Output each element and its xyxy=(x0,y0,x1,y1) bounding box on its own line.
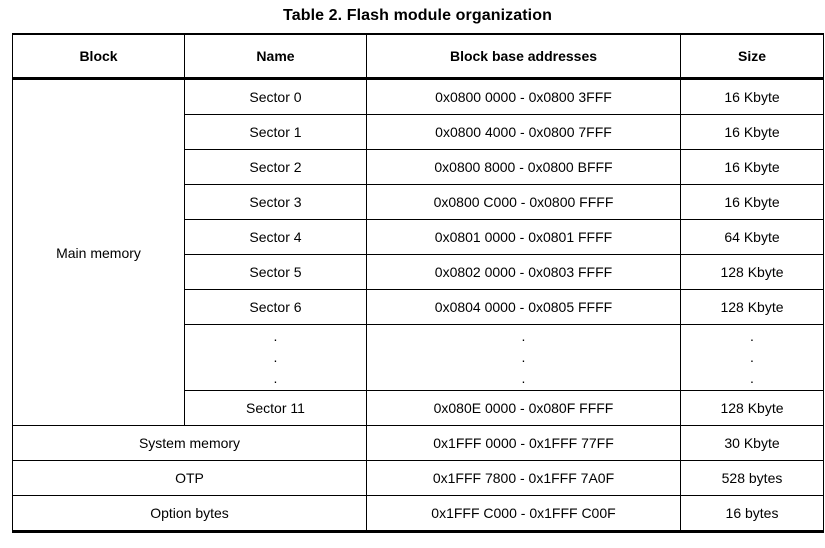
cell-size: 128 Kbyte xyxy=(680,390,824,426)
row-sector-1: Sector 1 0x0800 4000 - 0x0800 7FFF 16 Kb… xyxy=(13,114,824,150)
header-addresses: Block base addresses xyxy=(366,33,681,80)
cell-size-ellipsis: . . . xyxy=(680,324,824,391)
row-sector-0: Main memory Sector 0 0x0800 0000 - 0x080… xyxy=(12,78,824,426)
cell-block: Option bytes xyxy=(12,495,367,533)
cell-addresses: 0x0800 C000 - 0x0800 FFFF xyxy=(366,184,681,220)
row-sector-2: Sector 2 0x0800 8000 - 0x0800 BFFF 16 Kb… xyxy=(13,149,824,185)
header-name: Name xyxy=(184,33,367,80)
cell-addresses: 0x0800 8000 - 0x0800 BFFF xyxy=(366,149,681,185)
cell-addresses: 0x1FFF 0000 - 0x1FFF 77FF xyxy=(366,425,681,461)
row-system-memory: System memory 0x1FFF 0000 - 0x1FFF 77FF … xyxy=(12,425,824,461)
flash-module-table: Block Name Block base addresses Size Mai… xyxy=(12,33,824,533)
cell-block: OTP xyxy=(12,460,367,496)
cell-name: Sector 3 xyxy=(184,184,367,220)
row-sector-11: Sector 11 0x080E 0000 - 0x080F FFFF 128 … xyxy=(13,390,824,426)
cell-addresses: 0x080E 0000 - 0x080F FFFF xyxy=(366,390,681,426)
cell-addresses-ellipsis: . . . xyxy=(366,324,681,391)
cell-name-ellipsis: . . . xyxy=(184,324,367,391)
cell-size: 16 Kbyte xyxy=(680,78,824,115)
cell-size: 16 Kbyte xyxy=(680,114,824,150)
cell-size: 64 Kbyte xyxy=(680,219,824,255)
cell-main-memory: Main memory xyxy=(12,78,185,426)
cell-block: System memory xyxy=(12,425,367,461)
cell-name: Sector 5 xyxy=(184,254,367,290)
table-title: Table 2. Flash module organization xyxy=(283,7,552,24)
cell-size: 16 bytes xyxy=(680,495,824,533)
cell-name: Sector 4 xyxy=(184,219,367,255)
row-sector-6: Sector 6 0x0804 0000 - 0x0805 FFFF 128 K… xyxy=(13,289,824,325)
row-otp: OTP 0x1FFF 7800 - 0x1FFF 7A0F 528 bytes xyxy=(12,460,824,496)
cell-name: Sector 1 xyxy=(184,114,367,150)
cell-addresses: 0x1FFF C000 - 0x1FFF C00F xyxy=(366,495,681,533)
row-option-bytes: Option bytes 0x1FFF C000 - 0x1FFF C00F 1… xyxy=(12,495,824,533)
header-row: Block Name Block base addresses Size xyxy=(12,33,824,80)
cell-size: 30 Kbyte xyxy=(680,425,824,461)
cell-name: Sector 6 xyxy=(184,289,367,325)
header-size: Size xyxy=(680,33,824,80)
cell-addresses: 0x0804 0000 - 0x0805 FFFF xyxy=(366,289,681,325)
cell-name: Sector 11 xyxy=(184,390,367,426)
cell-addresses: 0x0802 0000 - 0x0803 FFFF xyxy=(366,254,681,290)
row-sector-3: Sector 3 0x0800 C000 - 0x0800 FFFF 16 Kb… xyxy=(13,184,824,220)
header-block: Block xyxy=(12,33,185,80)
cell-size: 128 Kbyte xyxy=(680,289,824,325)
cell-size: 16 Kbyte xyxy=(680,149,824,185)
cell-name: Sector 2 xyxy=(184,149,367,185)
cell-size: 528 bytes xyxy=(680,460,824,496)
cell-name: Sector 0 xyxy=(184,78,367,115)
cell-size: 128 Kbyte xyxy=(680,254,824,290)
row-sector-5: Sector 5 0x0802 0000 - 0x0803 FFFF 128 K… xyxy=(13,254,824,290)
row-sector-4: Sector 4 0x0801 0000 - 0x0801 FFFF 64 Kb… xyxy=(13,219,824,255)
cell-addresses: 0x0801 0000 - 0x0801 FFFF xyxy=(366,219,681,255)
cell-addresses: 0x0800 4000 - 0x0800 7FFF xyxy=(366,114,681,150)
cell-addresses: 0x1FFF 7800 - 0x1FFF 7A0F xyxy=(366,460,681,496)
cell-addresses: 0x0800 0000 - 0x0800 3FFF xyxy=(366,78,681,115)
cell-size: 16 Kbyte xyxy=(680,184,824,220)
